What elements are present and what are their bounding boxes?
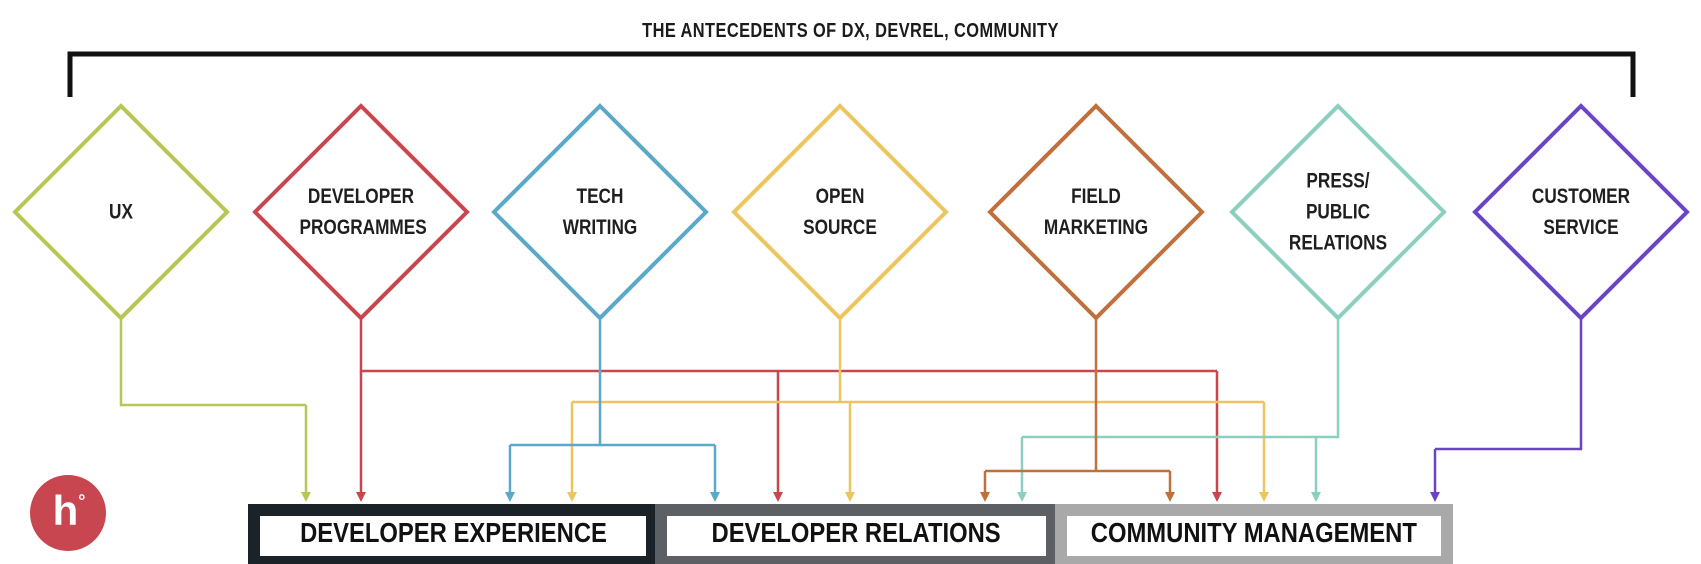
diamond-opensource	[731, 103, 949, 321]
node-label-devprog: DEVELOPER PROGRAMMES	[299, 185, 427, 239]
outcome-label: DEVELOPER RELATIONS	[711, 517, 1002, 548]
title-bracket	[67, 51, 1636, 97]
node-label-press: PRESS/ PUBLIC RELATIONS	[1288, 169, 1388, 255]
node-label-ux: UX	[109, 200, 133, 224]
diamond-techwriting	[491, 103, 709, 321]
connector-opensource	[572, 318, 1264, 404]
arrow-ux-dx-arrowhead	[301, 492, 311, 502]
arrow-opensource-dx-arrowhead	[567, 492, 577, 502]
node-label-field: FIELD MARKETING	[1043, 185, 1149, 239]
connector-field	[985, 318, 1170, 473]
connector-press	[1022, 318, 1340, 439]
diamond-devprog	[252, 103, 470, 321]
arrow-field-community-a-arrowhead	[980, 492, 990, 502]
connector-devprog	[359, 318, 1217, 373]
outcome-label: DEVELOPER EXPERIENCE	[299, 517, 607, 548]
outcome-community-management: COMMUNITY MANAGEMENT	[1055, 504, 1453, 564]
arrow-cs-community-arrowhead	[1430, 492, 1440, 502]
connectors	[119, 318, 1583, 502]
diagram-title: THE ANTECEDENTS OF DX, DEVREL, COMMUNITY	[642, 20, 1059, 42]
diamond-ux	[12, 103, 230, 321]
diamond-field	[987, 103, 1205, 321]
arrow-devprog-devrel-arrowhead	[773, 492, 783, 502]
arrow-techwriting-devrel-arrowhead	[710, 492, 720, 502]
connector-techwriting	[510, 318, 715, 447]
outcome-developer-experience: DEVELOPER EXPERIENCE	[248, 504, 658, 564]
node-label-techwriting: TECH WRITING	[562, 185, 638, 239]
outcome-developer-relations: DEVELOPER RELATIONS	[655, 504, 1058, 564]
arrow-devprog-dx-arrowhead	[356, 492, 366, 502]
arrow-opensource-devrel-arrowhead	[845, 492, 855, 502]
node-label-cs: CUSTOMER SERVICE	[1531, 185, 1631, 239]
diamond-cs	[1472, 103, 1690, 321]
diamonds	[12, 103, 1690, 321]
outcome-label: COMMUNITY MANAGEMENT	[1090, 517, 1418, 548]
brand-logo: h°	[30, 475, 106, 551]
diamond-press	[1229, 103, 1447, 321]
arrow-press-community-a-arrowhead	[1017, 492, 1027, 502]
connector-cs	[1435, 318, 1583, 451]
logo-mark: h°	[52, 487, 86, 534]
connector-ux	[119, 318, 306, 407]
arrow-press-community-b-arrowhead	[1311, 492, 1321, 502]
arrow-techwriting-dx-arrowhead	[505, 492, 515, 502]
node-label-opensource: OPEN SOURCE	[803, 185, 877, 239]
arrow-devprog-community-arrowhead	[1212, 492, 1222, 502]
arrow-field-community-b-arrowhead	[1165, 492, 1175, 502]
arrow-opensource-community-arrowhead	[1259, 492, 1269, 502]
